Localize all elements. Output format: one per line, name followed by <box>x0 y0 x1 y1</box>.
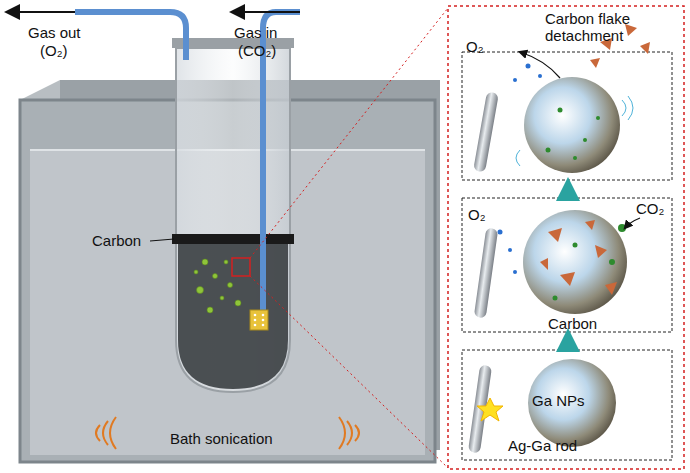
part-label: Carbon <box>548 315 597 332</box>
part-label: Carbon flake detachment <box>545 10 655 44</box>
part-label: Bath sonication <box>170 430 273 447</box>
gas-label: CO₂ <box>636 200 664 217</box>
gas-label: Gas out <box>28 24 81 41</box>
gas-label: Gas in <box>234 24 277 41</box>
gas-label: O₂ <box>466 38 484 55</box>
gas-label: O₂ <box>468 206 486 223</box>
gas-label: (O₂) <box>40 42 67 59</box>
part-label: Ga NPs <box>532 392 585 409</box>
gas-label: (CO₂) <box>238 42 276 59</box>
part-label: Carbon <box>92 232 141 249</box>
part-label: Ag-Ga rod <box>508 437 577 454</box>
